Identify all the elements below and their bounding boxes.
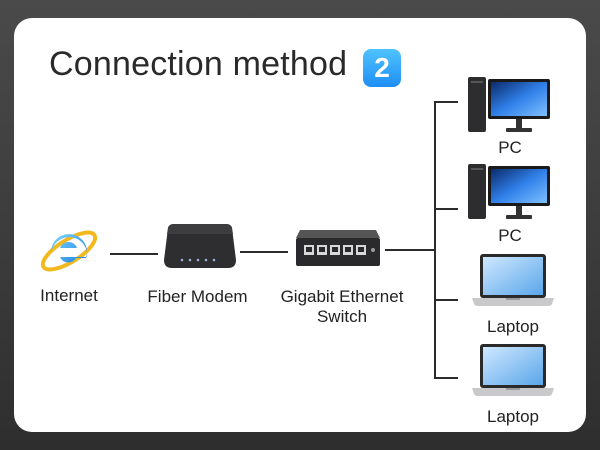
desktop-pc-icon — [466, 75, 552, 135]
internet-explorer-icon — [38, 218, 100, 280]
connector-switch-bus — [385, 249, 435, 251]
fiber-modem-icon — [160, 222, 240, 270]
pc1-label: PC — [498, 138, 522, 157]
connector-branch-pc1 — [434, 101, 458, 103]
pc2-label: PC — [498, 226, 522, 245]
modem-label: Fiber Modem — [147, 287, 248, 306]
connector-branch-laptop1 — [434, 299, 458, 301]
connector-branch-pc2 — [434, 208, 458, 210]
laptop1-label: Laptop — [487, 317, 539, 336]
laptop-icon — [470, 342, 556, 398]
laptop-icon — [470, 252, 556, 308]
connector-internet-modem — [110, 253, 158, 255]
desktop-pc-icon — [466, 162, 552, 222]
switch-label-line2: Switch — [316, 307, 368, 326]
connector-branch-laptop2 — [434, 377, 458, 379]
ethernet-switch-icon — [294, 228, 382, 268]
switch-label-line1: Gigabit Ethernet — [280, 287, 404, 306]
page-title: Connection method — [49, 45, 348, 83]
step-badge: 2 — [363, 49, 401, 87]
connector-modem-switch — [240, 251, 288, 253]
internet-label: Internet — [40, 286, 98, 305]
connector-bus-vertical — [434, 101, 436, 379]
laptop2-label: Laptop — [487, 407, 539, 426]
